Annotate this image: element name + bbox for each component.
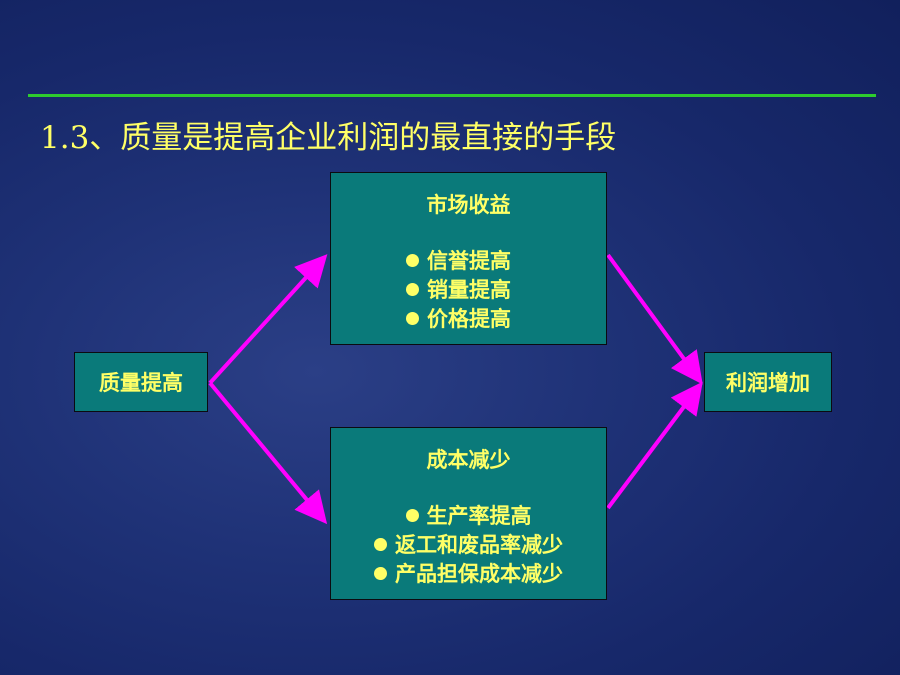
list-item: 返工和废品率减少 xyxy=(374,531,563,560)
bullet-dot-icon xyxy=(406,283,419,296)
list-item: 信誉提高 xyxy=(406,247,511,276)
title-divider-line xyxy=(28,94,876,97)
market-gain-list: 信誉提高 销量提高 价格提高 xyxy=(321,247,596,334)
profit-increase-label: 利润增加 xyxy=(726,371,810,395)
arrow-quality-to-cost xyxy=(208,381,328,525)
market-gain-heading: 市场收益 xyxy=(426,193,511,217)
market-gain-box: 市场收益 信誉提高 销量提高 价格提高 xyxy=(330,172,607,345)
list-item: 产品担保成本减少 xyxy=(374,560,563,589)
arrow-cost-to-profit xyxy=(606,381,703,510)
cost-reduction-box: 成本减少 生产率提高 返工和废品率减少 产品担保成本减少 xyxy=(330,427,607,600)
bullet-dot-icon xyxy=(406,254,419,267)
quality-improvement-label: 质量提高 xyxy=(99,371,183,395)
slide-title: 1.3、质量是提高企业利润的最直接的手段 xyxy=(40,120,617,156)
bullet-dot-icon xyxy=(374,538,387,551)
list-item: 销量提高 xyxy=(406,276,511,305)
cost-reduction-heading: 成本减少 xyxy=(426,448,511,472)
cost-reduction-list: 生产率提高 返工和废品率减少 产品担保成本减少 xyxy=(331,502,606,589)
list-item: 价格提高 xyxy=(406,305,511,334)
bullet-dot-icon xyxy=(406,312,419,325)
bullet-dot-icon xyxy=(405,509,419,522)
list-item: 生产率提高 xyxy=(405,502,532,531)
arrow-quality-to-market xyxy=(208,254,328,385)
bullet-dot-icon xyxy=(374,567,387,580)
profit-increase-box: 利润增加 xyxy=(704,352,832,412)
quality-improvement-box: 质量提高 xyxy=(74,352,208,412)
arrow-market-to-profit xyxy=(606,253,703,385)
